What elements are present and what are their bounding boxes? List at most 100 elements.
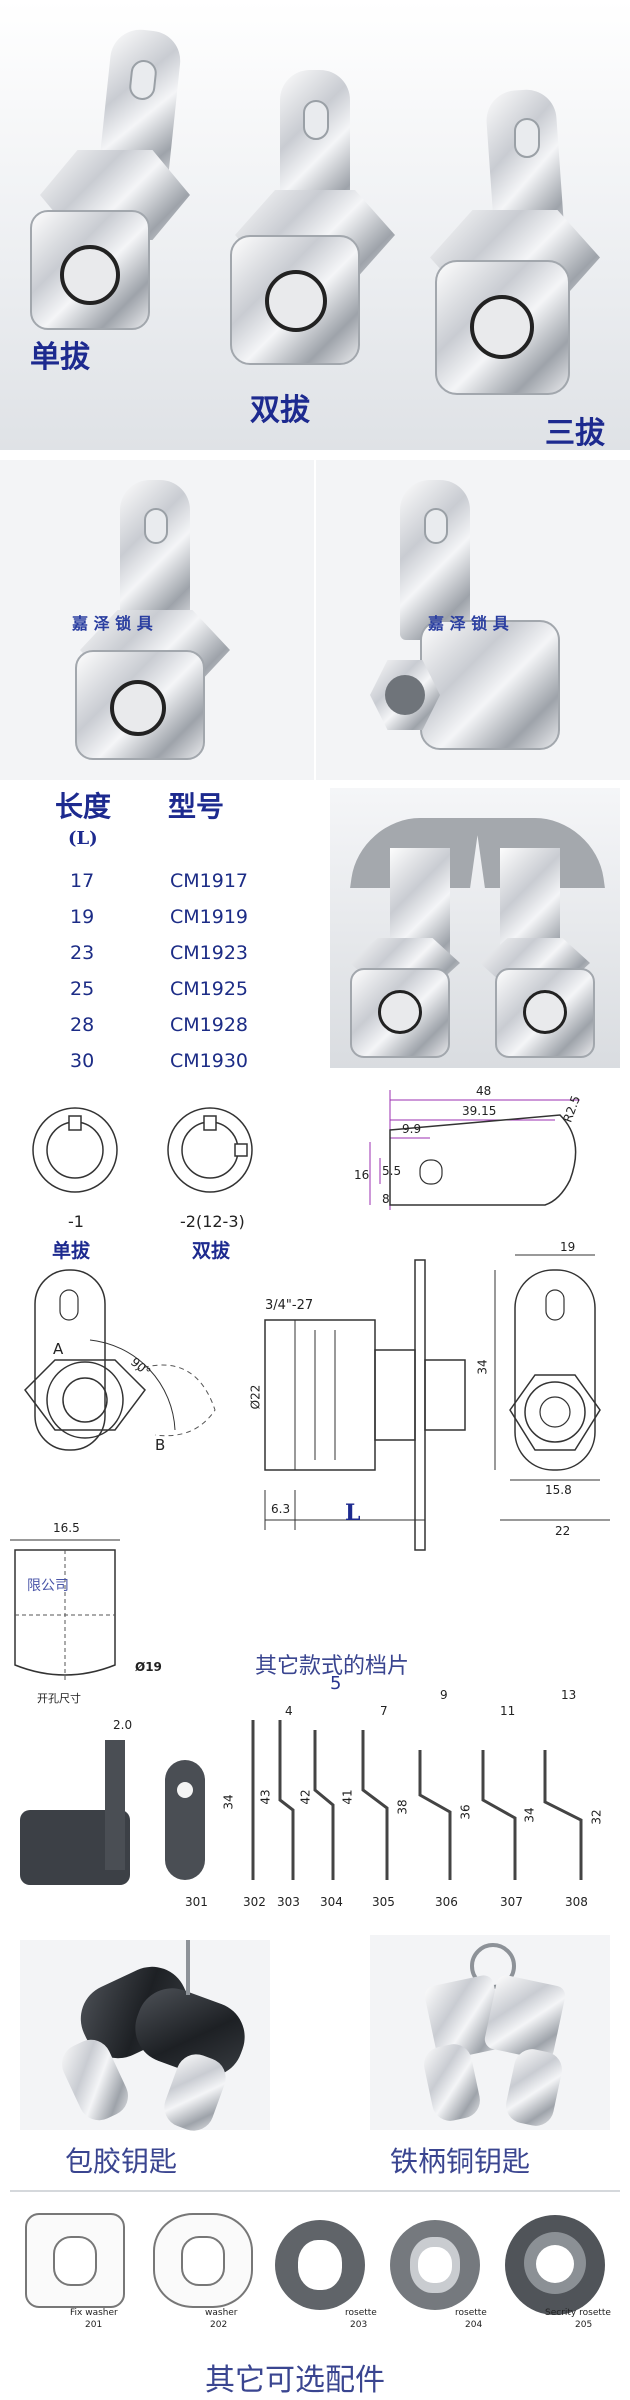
accessory-code: 205 xyxy=(575,2320,593,2330)
label-63: 6.3 xyxy=(271,1502,291,1516)
single-code: -1 xyxy=(68,1212,84,1231)
cam-code: 301 xyxy=(185,1895,208,1909)
accessories-caption: 其它可选配件 xyxy=(205,2363,385,2398)
watermark-right: 嘉 泽 锁 具 xyxy=(428,614,509,633)
cam-code: 304 xyxy=(320,1895,343,1909)
cutout-width: 16.5 xyxy=(53,1521,80,1535)
label-22: 22 xyxy=(555,1524,571,1538)
photo-divider xyxy=(314,460,316,780)
accessory-fix-washer xyxy=(20,2208,130,2318)
photo-two-locks-side xyxy=(330,788,620,1068)
cam-code: 308 xyxy=(565,1895,588,1909)
cam-dim-d3: 5.5 xyxy=(382,1164,402,1178)
double-label: 双拔 xyxy=(192,1240,231,1262)
accessory-washer xyxy=(148,2208,258,2318)
label-158: 15.8 xyxy=(545,1483,572,1497)
header-length: 长度 xyxy=(55,790,112,823)
photo-lock-views: 嘉 泽 锁 具 嘉 泽 锁 具 xyxy=(0,460,630,780)
cam-dim-d2: 16 xyxy=(354,1168,370,1182)
accessory-code: 204 xyxy=(465,2320,483,2330)
label-b: B xyxy=(155,1436,166,1454)
single-label: 单拔 xyxy=(52,1240,91,1262)
cutout-stamp: 限公司 xyxy=(27,1578,69,1594)
offset-label: 9 xyxy=(440,1688,448,1702)
cams-title: 其它款式的档片 xyxy=(255,1654,410,1679)
lock-rear-photo xyxy=(360,480,580,770)
accessory-code: 203 xyxy=(350,2320,368,2330)
label-dia22: Ø22 xyxy=(248,1384,263,1410)
label-34: 34 xyxy=(475,1359,490,1375)
cams-svg xyxy=(20,1720,583,1885)
accessory-name: Secrity rosette xyxy=(545,2308,611,2318)
key-type-drawing: -1 单拔 -2(12-3) 双拔 xyxy=(20,1100,280,1280)
header-length-unit: (L) xyxy=(68,828,98,849)
tech-drawing: A B 90° 3/4"-27 Ø22 6.3 L 19 34 15.8 22 xyxy=(15,1240,620,1570)
lock-single-photo xyxy=(20,26,200,330)
offset-label: 7 xyxy=(380,1704,388,1718)
cutout-caption: 开孔尺寸 xyxy=(37,1692,81,1705)
cam-code: 305 xyxy=(372,1895,395,1909)
accessory-rosette-203 xyxy=(270,2215,370,2315)
cam-dim-d4: 8 xyxy=(382,1192,390,1206)
cutout-svg xyxy=(10,1539,120,1680)
cam-dimension-drawing: 48 39.15 R2.5 9.9 16 5.5 8 xyxy=(350,1080,610,1240)
accessory-name: washer xyxy=(205,2308,238,2318)
label-a: A xyxy=(53,1340,64,1358)
brass-keys-photo xyxy=(370,1935,610,2130)
offset-label: 13 xyxy=(561,1688,577,1702)
double-code: -2(12-3) xyxy=(180,1212,245,1231)
cutout-drawing: 16.5 限公司 Ø19 开孔尺寸 xyxy=(5,1515,175,1705)
cam-code: 306 xyxy=(435,1895,458,1909)
lock-triple-photo xyxy=(430,87,610,395)
cam-code: 303 xyxy=(277,1895,300,1909)
cams-drawing: 2.0 4 7 9 11 13 34 43 42 41 38 36 34 32 … xyxy=(15,1688,620,1920)
height-label: 36 xyxy=(458,1804,473,1820)
tech-drawing-svg xyxy=(24,1254,610,1551)
height-label: 42 xyxy=(298,1789,313,1805)
rubber-keys-photo xyxy=(20,1940,270,2137)
accessory-rosette-204 xyxy=(385,2215,485,2315)
accessory-code: 202 xyxy=(210,2320,228,2330)
label-19: 19 xyxy=(560,1240,576,1254)
offset-label: 2.0 xyxy=(113,1718,133,1732)
cam-code: 302 xyxy=(243,1895,266,1909)
height-label: 34 xyxy=(522,1807,537,1823)
offset-label: 11 xyxy=(500,1704,516,1718)
label-single-pull: 单拔 xyxy=(30,340,90,375)
accessories-section: Fix washer 201 washer 202 rosette 203 ro… xyxy=(0,2190,630,2400)
watermark-left: 嘉 泽 锁 具 xyxy=(72,614,153,633)
height-label: 38 xyxy=(395,1799,410,1815)
label-triple-pull: 三拔 xyxy=(545,416,605,451)
height-label: 43 xyxy=(258,1789,273,1805)
header-model: 型号 xyxy=(168,790,225,823)
label-thread: 3/4"-27 xyxy=(265,1298,314,1313)
accessory-code: 201 xyxy=(85,2320,103,2330)
label-double-pull: 双拔 xyxy=(250,393,310,428)
cam-dimension-svg xyxy=(369,1090,580,1210)
key-type-svg xyxy=(32,1107,253,1193)
label-l: L xyxy=(345,1500,361,1526)
height-label: 34 xyxy=(221,1794,236,1810)
brass-keys-caption: 铁柄铜钥匙 xyxy=(390,2145,531,2178)
cutout-dia: Ø19 xyxy=(135,1660,162,1674)
cam-dim-inner: 39.15 xyxy=(462,1104,497,1118)
height-label: 41 xyxy=(340,1789,355,1805)
cam-code: 307 xyxy=(500,1895,523,1909)
cam-dim-total: 48 xyxy=(476,1084,492,1098)
accessory-security-rosette xyxy=(500,2210,610,2320)
photo-three-locks: 单拔 双拔 三拔 xyxy=(0,0,630,451)
offset-label: 4 xyxy=(285,1704,293,1718)
cam-dim-d1: 9.9 xyxy=(402,1122,422,1136)
lock-front-photo xyxy=(60,480,260,770)
accessory-name: rosette xyxy=(345,2308,377,2318)
keys-section: 包胶钥匙 铁柄铜钥匙 xyxy=(0,1930,630,2190)
cams-top5: 5 xyxy=(330,1673,342,1694)
lock-double-photo xyxy=(225,70,405,370)
accessory-name: Fix washer xyxy=(70,2308,118,2318)
